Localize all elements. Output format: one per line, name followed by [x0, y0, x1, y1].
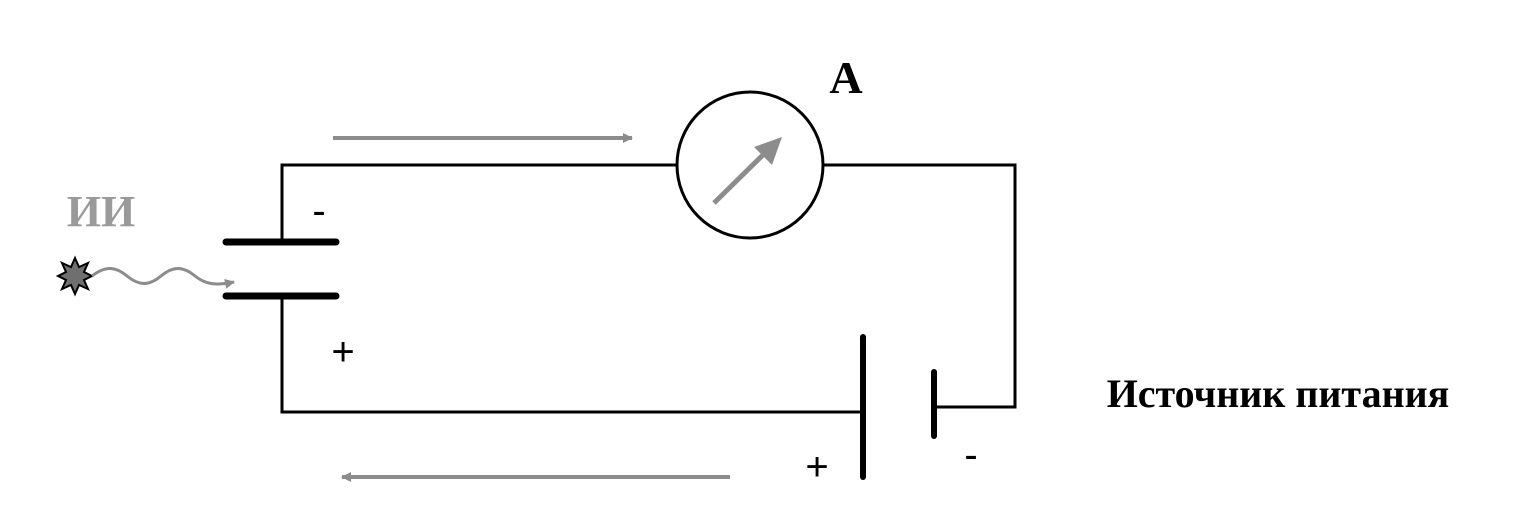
battery-plus-sign: + [805, 445, 828, 489]
ammeter-label: А [829, 52, 862, 103]
top-wire-left [280, 163, 678, 242]
battery-icon [860, 334, 937, 480]
radiation-wave [91, 267, 235, 289]
wires [280, 163, 1017, 414]
detector-minus-sign: - [312, 189, 325, 233]
ammeter-needle-head [754, 137, 782, 165]
battery-minus-sign: - [964, 433, 977, 477]
power-source-label: Источник питания [1107, 371, 1450, 416]
radiation-source-label: ИИ [67, 187, 135, 236]
bottom-wire-left [280, 298, 863, 414]
top-wire-right [822, 163, 1017, 409]
ionization-chamber-icon [222, 238, 340, 300]
ammeter-icon [675, 90, 825, 240]
radiation-star-icon [55, 255, 95, 297]
detector-plus-sign: + [331, 330, 354, 374]
ammeter-needle [712, 148, 770, 205]
